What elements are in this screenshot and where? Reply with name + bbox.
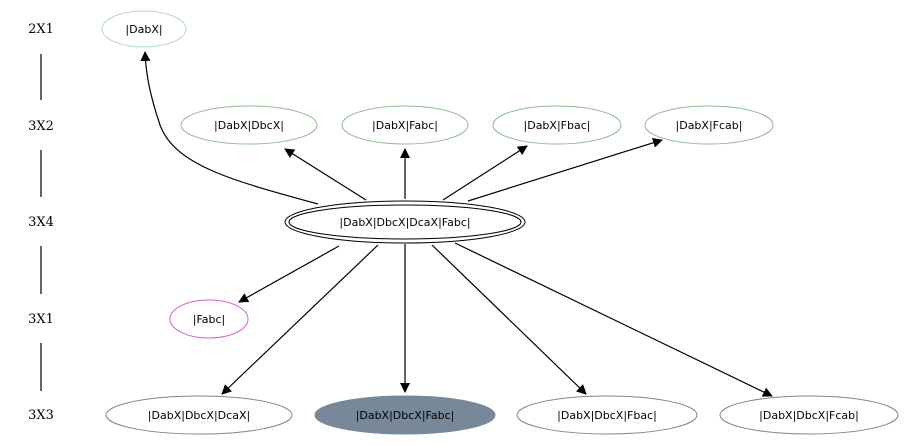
edge-n6-to-n11 xyxy=(454,242,773,397)
node-shape xyxy=(101,10,187,48)
graph-node[interactable]: |DabX|Fabc| xyxy=(341,105,469,145)
node-shape xyxy=(180,105,318,145)
graph-node[interactable]: |DabX| xyxy=(101,10,187,48)
node-label: |DabX|DbcX|Fcab| xyxy=(759,409,859,422)
rank-label-3x3: 3X3 xyxy=(28,408,54,423)
node-label: |DabX|DbcX|Fbac| xyxy=(557,409,657,422)
node-label: |DabX|DbcX|Fabc| xyxy=(356,409,455,422)
graph-node[interactable]: |DabX|DbcX| xyxy=(180,105,318,145)
rank-label-3x2: 3X2 xyxy=(28,119,54,134)
node-shape xyxy=(719,395,899,435)
graph-node[interactable]: |DabX|DbcX|DcaX| xyxy=(105,395,293,435)
node-shape xyxy=(314,395,496,435)
graph-node[interactable]: |DabX|DbcX|Fcab| xyxy=(719,395,899,435)
rank-label-3x1: 3X1 xyxy=(28,312,54,327)
node-shape xyxy=(169,299,249,339)
graph-node[interactable]: |DabX|Fcab| xyxy=(644,105,774,145)
nodes: |DabX| |DabX|DbcX| |DabX|Fabc| |DabX|Fbac| |… xyxy=(101,10,899,435)
rank-column: 2X1 3X2 3X4 3X1 3X3 xyxy=(28,22,54,423)
node-shape xyxy=(105,395,293,435)
node-label: |Fabc| xyxy=(193,313,226,326)
node-label: |DabX|Fbac| xyxy=(524,119,591,132)
edge-n6-to-n1 xyxy=(140,51,319,205)
edges xyxy=(140,51,773,397)
node-label: |DabX|DbcX|DcaX|Fabc| xyxy=(339,216,470,229)
edge-n6-to-n2 xyxy=(284,148,367,201)
edge-n6-to-n5 xyxy=(467,137,663,202)
node-label: |DabX|DbcX| xyxy=(214,119,284,132)
graph-node[interactable]: |DabX|DbcX|Fbac| xyxy=(516,395,698,435)
rank-label-2x1: 2X1 xyxy=(28,22,54,37)
node-label: |DabX|DbcX|DcaX| xyxy=(148,409,250,422)
graph-node[interactable]: |DabX|DbcX|Fabc| xyxy=(314,395,496,435)
rank-label-3x4: 3X4 xyxy=(28,215,54,230)
edge-n6-to-n10 xyxy=(431,244,587,395)
graph-node[interactable]: |DabX|Fbac| xyxy=(492,105,622,145)
graph-node[interactable]: |DabX|DbcX|DcaX|Fabc| xyxy=(284,200,526,244)
node-shape xyxy=(644,105,774,145)
node-label: |DabX|Fcab| xyxy=(676,119,743,132)
node-shape xyxy=(492,105,622,145)
graph-node[interactable]: |Fabc| xyxy=(169,299,249,339)
node-shape xyxy=(516,395,698,435)
node-inner-border xyxy=(288,204,522,240)
node-label: |DabX| xyxy=(125,23,162,36)
edge-n6-to-n4 xyxy=(442,145,528,201)
edge-n6-to-n7 xyxy=(238,245,340,303)
node-shape xyxy=(284,200,526,244)
edge-n6-to-n8 xyxy=(221,244,379,395)
node-label: |DabX|Fabc| xyxy=(372,119,438,132)
node-shape xyxy=(341,105,469,145)
